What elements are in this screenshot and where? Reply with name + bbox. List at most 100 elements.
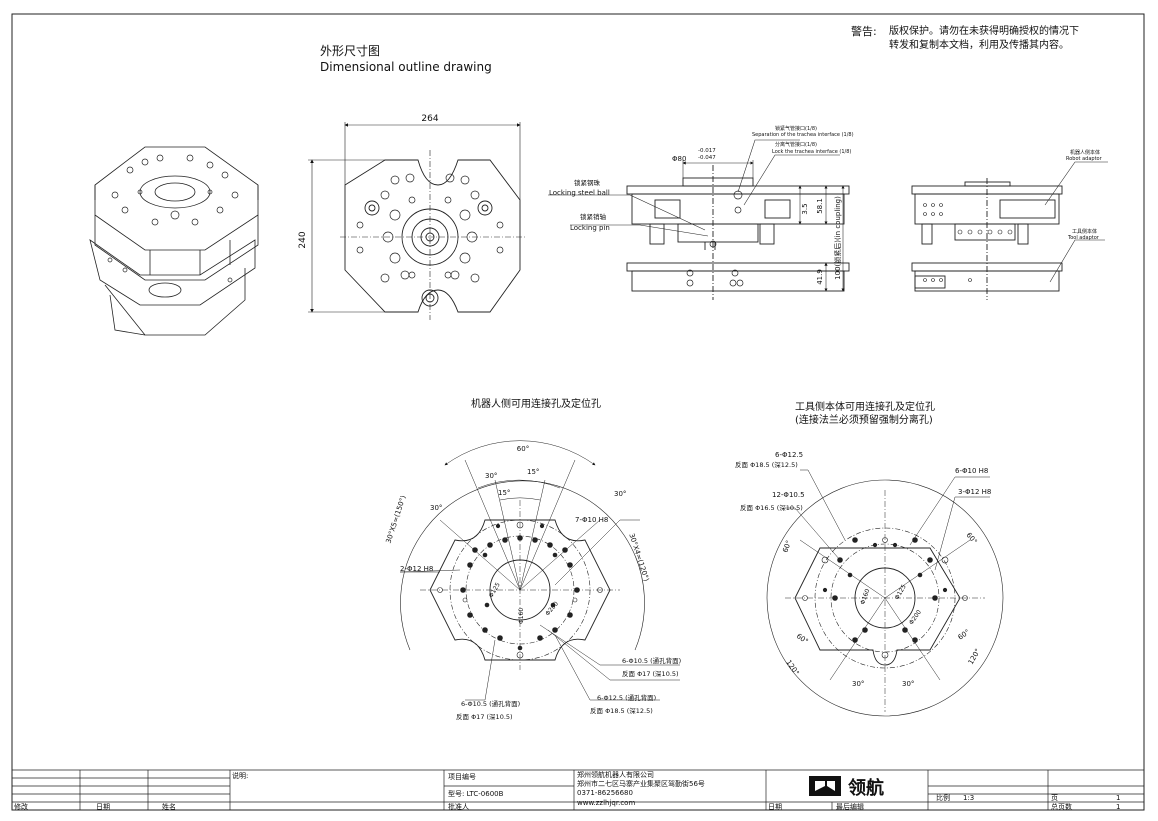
side-tol-lower: -0.047 [698, 155, 716, 161]
tool-side-lines [785, 469, 990, 712]
tool-hole-3: 3-Φ12 H8 [958, 488, 991, 496]
robot-note-1b: 反面 Φ17 (深10.5) [622, 669, 679, 678]
tool-note-1a: 6-Φ12.5 [775, 451, 803, 459]
warning-line-2: 转发和复制本文档，利用及传播其内容。 [889, 40, 1069, 51]
sep-port-cn: 锁紧气管接口(1/8) [775, 125, 817, 132]
tb-explain: 说明: [232, 772, 249, 780]
tb-model: 型号: LTC-0600B [448, 790, 504, 798]
tb-date-2: 日期 [768, 803, 782, 811]
tool-angle-60d: 60° [957, 628, 972, 642]
tb-website: www.zzlhjqr.com [577, 799, 636, 807]
tb-page-value: 1 [1116, 794, 1121, 802]
page-title-en: Dimensional outline drawing [320, 60, 492, 74]
tb-total-label: 总页数 [1051, 803, 1072, 811]
tool-note-1b: 反面 Φ18.5 (深12.5) [735, 460, 798, 469]
tool-side-holes [822, 537, 948, 643]
robot-note-3a: 6-Φ10.5 (通孔背面) [461, 699, 520, 708]
robot-arc-right: 30°X4=(120°) [627, 532, 650, 582]
side-tol-upper: -0.017 [698, 148, 716, 154]
robot-adaptor-cn: 机器人侧本体 [1070, 149, 1100, 156]
tool-angle-60b: 60° [964, 531, 978, 546]
brand-logo [809, 776, 841, 796]
side-dim-b: 58.1 [816, 198, 824, 214]
tb-date: 日期 [96, 803, 110, 811]
robot-side-holes [460, 523, 580, 651]
tb-page-label: 页 [1051, 794, 1058, 802]
side-dim-c: 41.9 [816, 269, 824, 285]
tool-dia-125: Φ125 [894, 583, 908, 601]
ball-label-en: Locking steel ball [549, 189, 610, 197]
title-block-grid [12, 769, 1144, 810]
tb-project-no: 项目编号 [448, 773, 476, 781]
robot-angle-30c: 30° [614, 490, 626, 498]
tool-dia-200: Φ200 [908, 609, 923, 626]
robot-angle-60: 60° [517, 445, 529, 453]
top-height-dim: 240 [298, 231, 308, 248]
brand-name: 领航 [848, 777, 884, 799]
top-view-dims [308, 122, 525, 320]
tb-phone: 0371-86256680 [577, 789, 633, 797]
tb-name: 姓名 [162, 803, 176, 811]
tool-angle-60a: 60° [781, 539, 793, 553]
robot-side-title: 机器人侧可用连接孔及定位孔 [471, 399, 601, 410]
lock-port-en: Lock the trachea interface (1/8) [772, 149, 851, 155]
robot-angle-15b: 15° [498, 489, 510, 497]
top-view [344, 159, 521, 313]
robot-adaptor-en: Robot adaptor [1066, 156, 1103, 162]
tb-address: 郑州市二七区马寨产业集聚区驾勤街56号 [577, 780, 705, 788]
tb-last-edit: 最后编辑 [836, 803, 864, 811]
tool-side-open-holes [802, 537, 968, 659]
tool-angle-120a: 120° [784, 659, 800, 677]
warning-label: 警告: [851, 25, 877, 38]
tool-adaptor-en: Tool adaptor [1067, 235, 1100, 241]
tb-modify: 修改 [14, 803, 28, 811]
tool-angle-30b: 30° [902, 680, 914, 688]
tool-note-2a: 12-Φ10.5 [772, 491, 805, 499]
robot-dia-160: Φ160 [518, 608, 525, 624]
page-title-cn: 外形尺寸图 [320, 44, 381, 58]
pin-label-cn: 锁紧销轴 [580, 212, 607, 221]
robot-side-open-holes [437, 521, 603, 659]
sep-port-en: Separation of the trachea interface (1/8… [752, 132, 854, 138]
isometric-holes [107, 154, 239, 283]
robot-note-1a: 6-Φ10.5 (通孔背面) [622, 656, 681, 665]
robot-arc-left: 30°X5=(150°) [385, 494, 408, 544]
side-view-holes [686, 190, 744, 287]
tb-scale-value: 1:3 [963, 794, 975, 802]
robot-angle-30a: 30° [485, 472, 497, 480]
tool-angle-120b: 120° [967, 647, 982, 666]
robot-note-2b: 反面 Φ18.5 (深12.5) [590, 706, 653, 715]
side-dim-a: 3.5 [801, 203, 809, 214]
top-view-holes [356, 173, 504, 283]
warning-line-1: 版权保护。请勿在未获得明确授权的情况下 [889, 26, 1079, 37]
tool-side-title-1: 工具侧本体可用连接孔及定位孔 [795, 402, 935, 413]
side-dia-label: Φ80 [672, 155, 686, 163]
robot-note-3b: 反面 Φ17 (深10.5) [456, 712, 513, 721]
lock-port-cn: 分离气管接口(1/8) [775, 141, 817, 148]
front-view [911, 178, 1063, 300]
isometric-view [89, 146, 259, 336]
tool-angle-60c: 60° [795, 632, 810, 646]
tool-side-title-2: (连接法兰必须预留强制分离孔) [795, 415, 933, 426]
tool-angle-30a: 30° [852, 680, 864, 688]
pin-label-en: Locking pin [570, 224, 610, 232]
tb-approver: 批准人 [448, 803, 469, 811]
robot-angle-30b: 30° [430, 504, 442, 512]
tb-company: 郑州领航机器人有限公司 [577, 771, 654, 779]
robot-hole-2: 2-Φ12 H8 [400, 565, 433, 573]
side-dim-d: 100(锁紧后)(in coupling) [833, 196, 842, 280]
tool-adaptor-cn: 工具侧本体 [1072, 228, 1097, 235]
tb-total-value: 1 [1116, 803, 1121, 811]
tool-hole-6: 6-Φ10 H8 [955, 467, 988, 475]
tool-dia-160: Φ160 [859, 588, 871, 606]
tb-scale-label: 比例 [936, 794, 950, 802]
robot-dia-200: Φ200 [544, 600, 560, 617]
front-view-holes [923, 203, 1013, 282]
tool-note-2b: 反面 Φ16.5 (深10.5) [740, 503, 803, 512]
robot-hole-7: 7-Φ10 H8 [575, 516, 608, 524]
robot-angle-15a: 15° [527, 468, 539, 476]
top-width-dim: 264 [421, 114, 438, 124]
ball-label-cn: 锁紧钢珠 [574, 178, 601, 187]
